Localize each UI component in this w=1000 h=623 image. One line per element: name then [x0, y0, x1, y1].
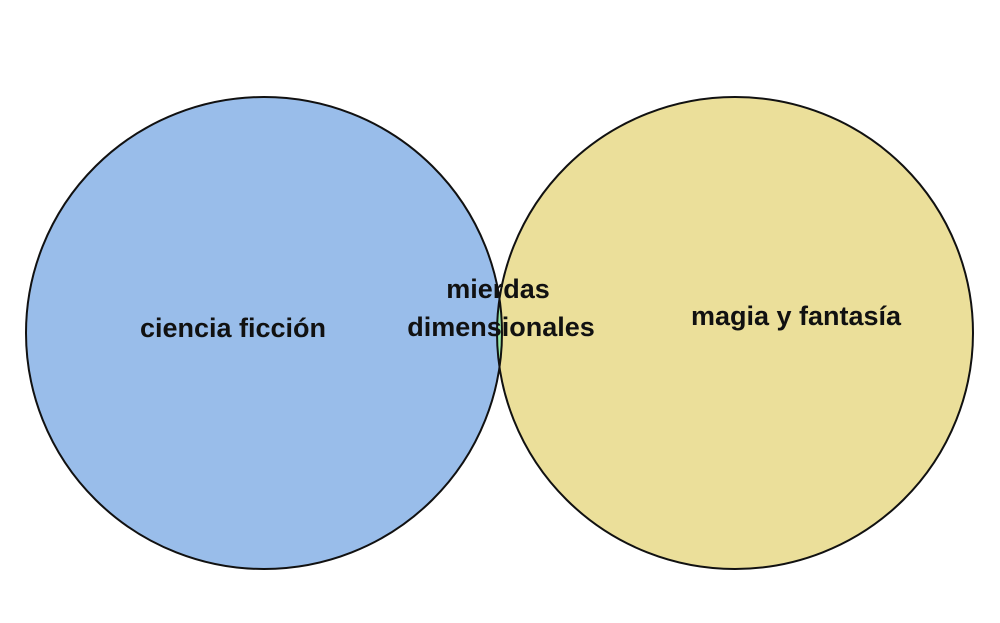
intersection-label-line1: mierdas: [446, 274, 550, 304]
right-set-label: magia y fantasía: [691, 301, 902, 331]
left-set-label: ciencia ficción: [140, 313, 326, 343]
left-set-circle: [26, 97, 502, 569]
right-set-circle: [497, 97, 973, 569]
right-set-outline: [496, 96, 974, 570]
intersection-label-line2: dimensionales: [407, 312, 595, 342]
left-set-outline: [25, 96, 503, 570]
